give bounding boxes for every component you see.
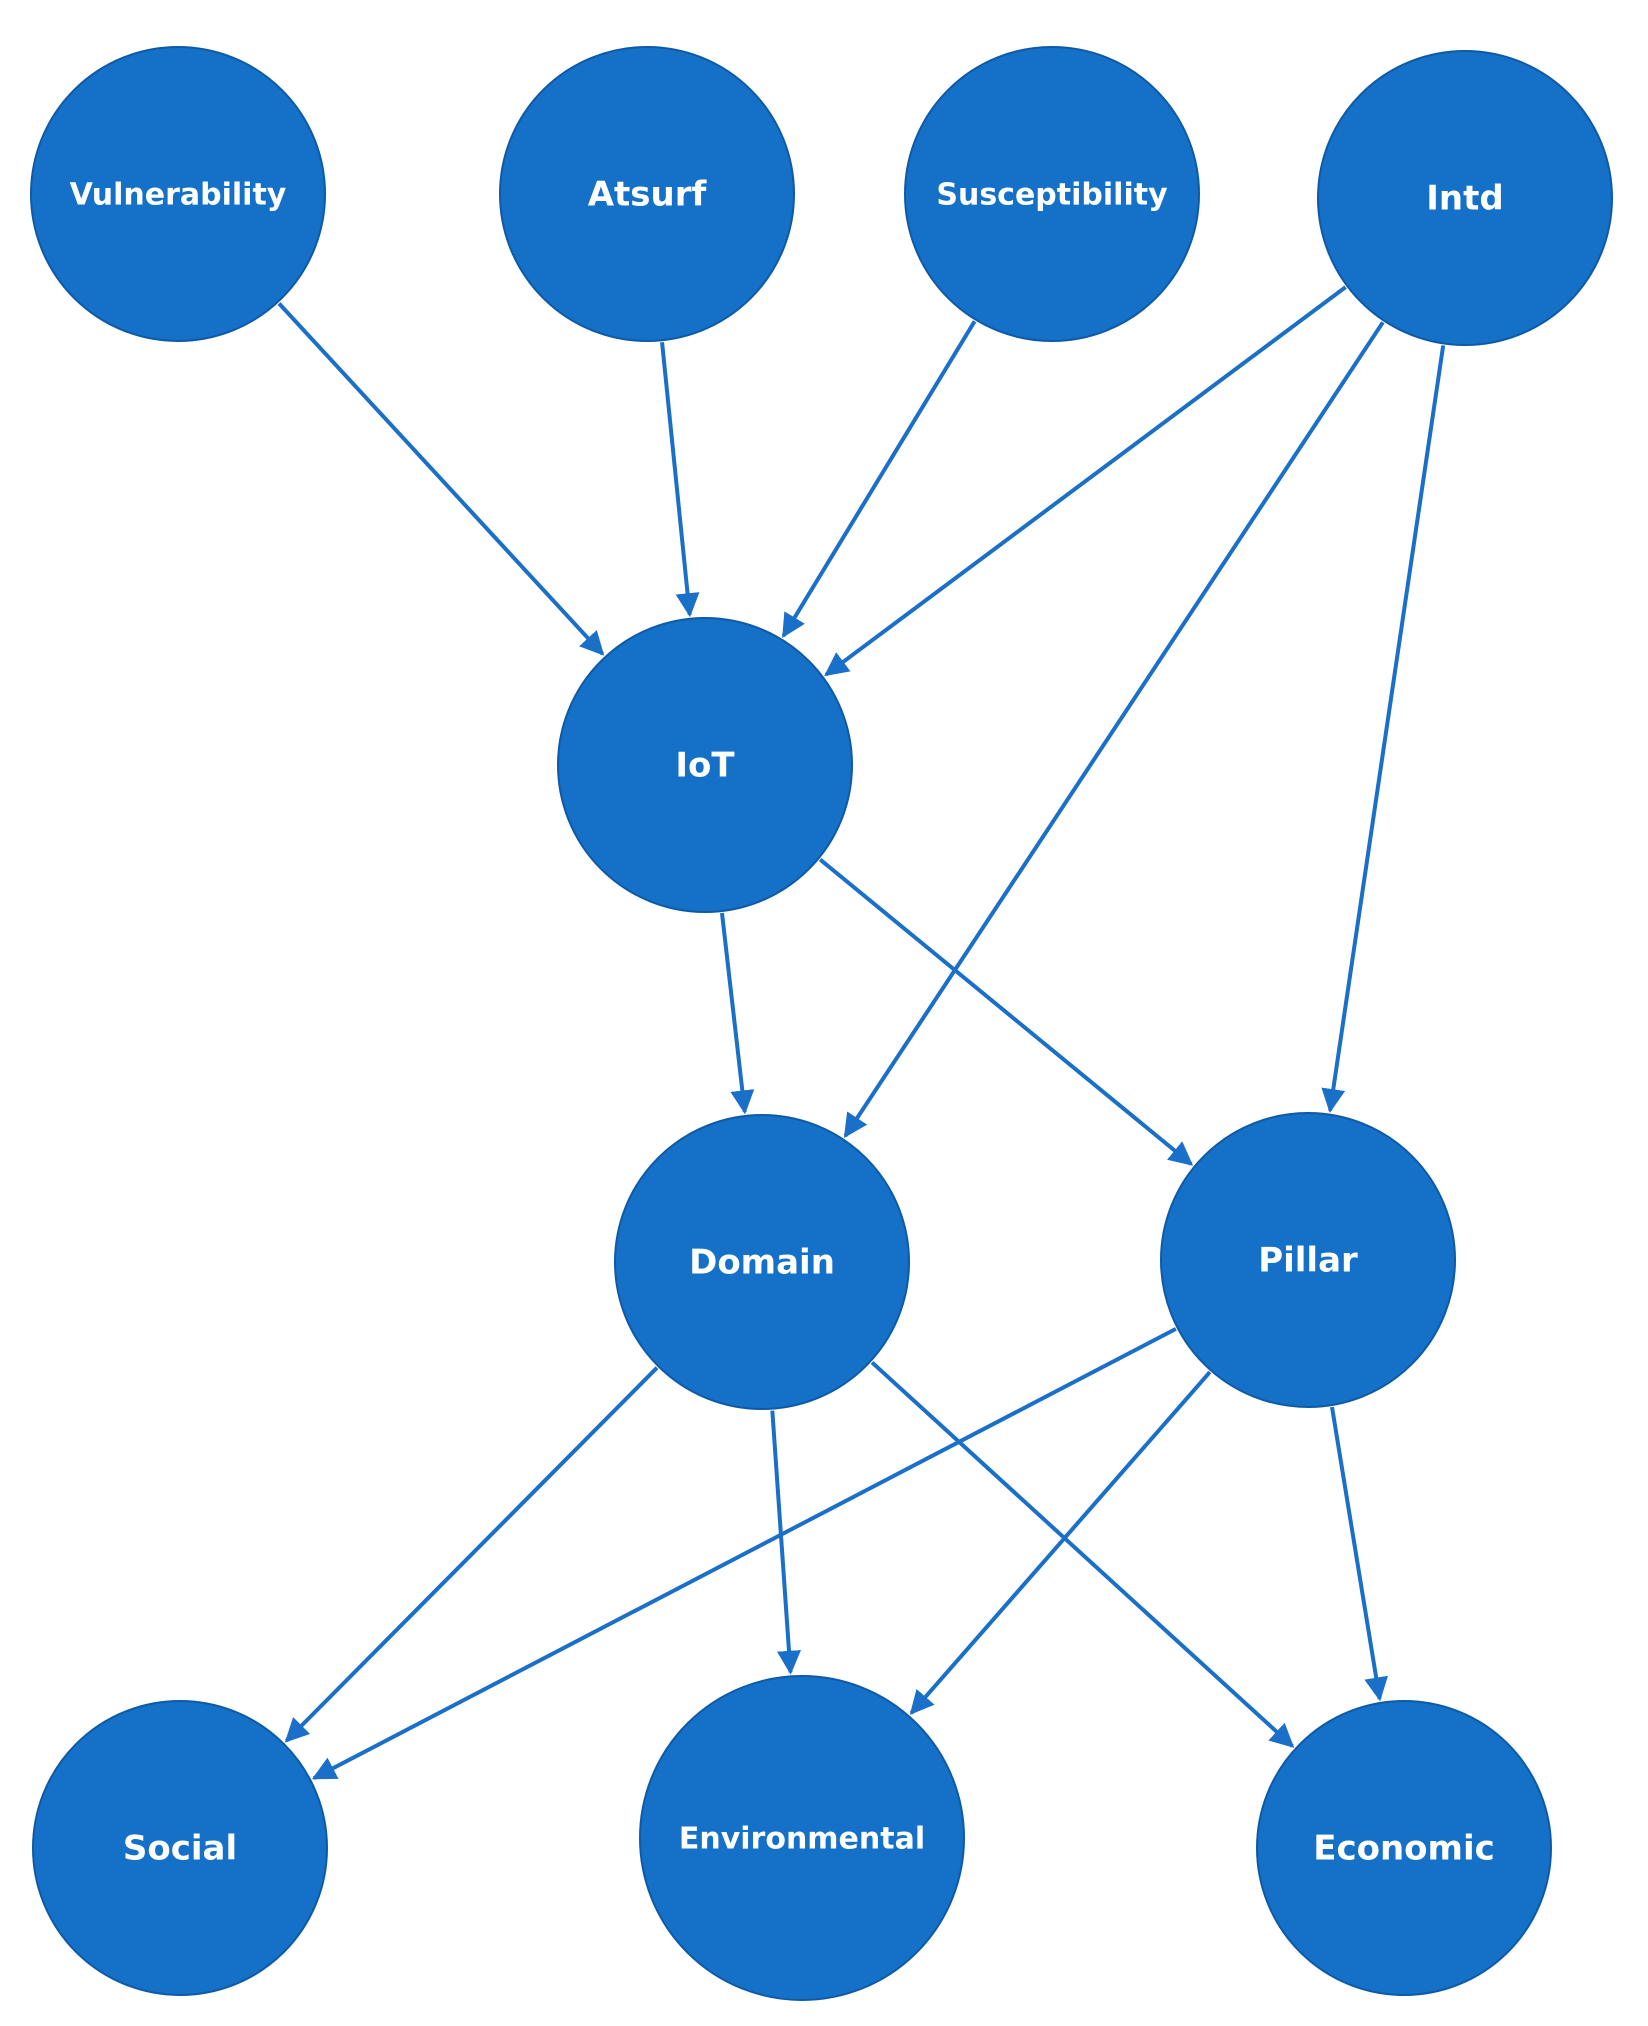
edge-domain-to-economic <box>870 1360 1295 1748</box>
edge-iot-to-pillar <box>818 857 1194 1166</box>
node-label-intd: Intd <box>1426 179 1503 219</box>
node-environmental: Environmental <box>639 1675 965 2001</box>
edge-intd-to-pillar <box>1321 345 1446 1113</box>
node-label-economic: Economic <box>1313 1829 1495 1869</box>
edge-intd-to-iot <box>824 285 1347 677</box>
node-atsurf: Atsurf <box>499 46 795 342</box>
edge-vulnerability-to-iot <box>277 302 605 656</box>
node-circle-domain <box>614 1114 910 1410</box>
node-label-vulnerability: Vulnerability <box>70 178 287 213</box>
node-circle-atsurf <box>499 46 795 342</box>
edge-intd-to-domain <box>843 321 1385 1139</box>
node-pillar: Pillar <box>1160 1112 1456 1408</box>
node-label-iot: IoT <box>675 746 735 786</box>
edge-pillar-to-economic <box>1330 1406 1389 1702</box>
node-label-environmental: Environmental <box>679 1822 925 1857</box>
node-iot: IoT <box>557 617 853 913</box>
node-intd: Intd <box>1317 50 1613 346</box>
node-label-pillar: Pillar <box>1258 1241 1358 1281</box>
node-circle-intd <box>1317 50 1613 346</box>
node-economic: Economic <box>1256 1700 1552 1996</box>
node-label-susceptibility: Susceptibility <box>936 178 1168 213</box>
node-circle-environmental <box>639 1675 965 2001</box>
node-label-domain: Domain <box>689 1243 835 1283</box>
edge-domain-to-environmental <box>770 1410 801 1675</box>
node-circle-susceptibility <box>904 46 1200 342</box>
node-circle-vulnerability <box>30 46 326 342</box>
edge-pillar-to-social <box>311 1327 1177 1780</box>
node-label-atsurf: Atsurf <box>588 175 708 215</box>
edge-iot-to-domain <box>719 912 755 1115</box>
node-label-social: Social <box>123 1829 237 1869</box>
node-circle-social <box>32 1700 328 1996</box>
edge-susceptibility-to-iot <box>781 320 977 639</box>
node-susceptibility: Susceptibility <box>904 46 1200 342</box>
node-social: Social <box>32 1700 328 1996</box>
edges-layer <box>277 285 1446 1780</box>
node-circle-iot <box>557 617 853 913</box>
node-circle-pillar <box>1160 1112 1456 1408</box>
nodes-layer: Vulnerability Atsurf Susceptibility IntdIoT… <box>30 46 1613 2001</box>
node-domain: Domain <box>614 1114 910 1410</box>
node-circle-economic <box>1256 1700 1552 1996</box>
edge-domain-to-social <box>284 1366 659 1743</box>
node-vulnerability: Vulnerability <box>30 46 326 342</box>
edge-atsurf-to-iot <box>660 342 700 618</box>
edge-pillar-to-environmental <box>909 1370 1212 1715</box>
